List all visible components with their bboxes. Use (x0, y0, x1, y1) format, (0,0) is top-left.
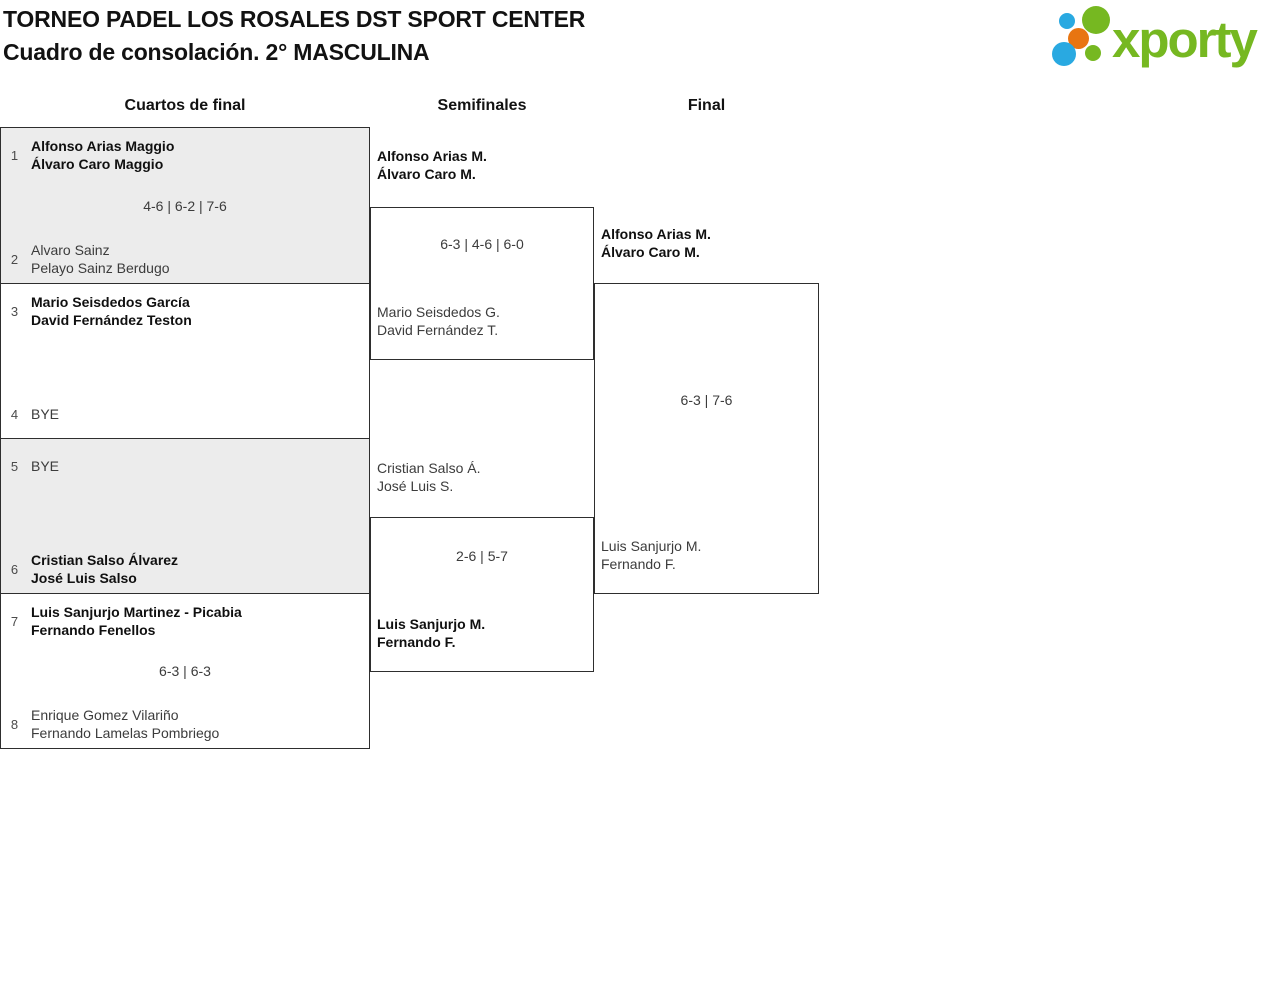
team-entry: 7 Luis Sanjurjo Martinez - Picabia Ferna… (8, 603, 361, 639)
page-title: TORNEO PADEL LOS ROSALES DST SPORT CENTE… (3, 3, 585, 69)
team-entry: 6 Cristian Salso Álvarez José Luis Salso (8, 551, 361, 587)
sf-match-1-box (370, 207, 594, 360)
team-names: Enrique Gomez Vilariño Fernando Lamelas … (31, 707, 220, 741)
team-names: Mario Seisdedos García David Fernández T… (31, 294, 192, 328)
team-entry: 3 Mario Seisdedos García David Fernández… (8, 293, 361, 329)
logo-dot-blue-small-icon (1059, 13, 1075, 29)
sf2-team-bottom: Luis Sanjurjo M. Fernando F. (377, 616, 486, 650)
team-names: BYE (31, 458, 60, 474)
round-header-quarterfinals: Cuartos de final (124, 97, 246, 114)
team-names: Cristian Salso Álvarez José Luis Salso (31, 552, 179, 586)
round-header-semifinals: Semifinales (437, 97, 527, 114)
seed-number: 2 (10, 251, 19, 267)
logo-wordmark: xporty (1112, 11, 1258, 68)
team-names: Alvaro Sainz Pelayo Sainz Berdugo (31, 242, 170, 276)
team-entry: 2 Alvaro Sainz Pelayo Sainz Berdugo (8, 241, 361, 277)
logo-dot-blue-large-icon (1052, 42, 1076, 66)
match-score: 4-6 | 6-2 | 7-6 (143, 197, 227, 214)
xporty-logo: xporty (1050, 4, 1275, 76)
sf1-score: 6-3 | 4-6 | 6-0 (440, 236, 524, 252)
tournament-name: TORNEO PADEL LOS ROSALES DST SPORT CENTE… (3, 6, 586, 32)
logo-dot-orange-icon (1068, 28, 1089, 49)
match-score: 6-3 | 6-3 (159, 663, 211, 679)
final-match-box (594, 283, 819, 594)
logo-dot-green-small-icon (1085, 45, 1101, 61)
final-team-top: Alfonso Arias M. Álvaro Caro M. (601, 226, 711, 260)
seed-number: 5 (10, 458, 19, 474)
qf-match-3: 5 BYE 6 Cristian Salso Álvarez José Luis… (1, 438, 369, 593)
seed-number: 4 (10, 406, 19, 422)
seed-number: 3 (10, 303, 19, 319)
sf2-score: 2-6 | 5-7 (456, 548, 508, 564)
sf-match-2-box (370, 517, 594, 672)
qf-match-1: 1 Alfonso Arias Maggio Álvaro Caro Maggi… (1, 128, 369, 283)
team-entry: 5 BYE (8, 448, 361, 484)
seed-number: 6 (10, 561, 19, 577)
round-header-final: Final (687, 97, 726, 114)
team-entry: 8 Enrique Gomez Vilariño Fernando Lamela… (8, 706, 361, 742)
final-team-bottom: Luis Sanjurjo M. Fernando F. (601, 538, 702, 572)
sf1-team-top: Alfonso Arias M. Álvaro Caro M. (377, 148, 487, 182)
team-entry: 1 Alfonso Arias Maggio Álvaro Caro Maggi… (8, 137, 361, 173)
team-names: BYE (31, 406, 60, 422)
final-score: 6-3 | 7-6 (680, 392, 733, 408)
sf1-team-bottom: Mario Seisdedos G. David Fernández T. (377, 304, 500, 338)
bracket-subtitle: Cuadro de consolación. 2° MASCULINA (3, 39, 430, 65)
qf-match-2: 3 Mario Seisdedos García David Fernández… (1, 283, 369, 438)
sf2-team-top: Cristian Salso Á. José Luis S. (377, 460, 481, 494)
team-names: Alfonso Arias Maggio Álvaro Caro Maggio (31, 138, 175, 172)
team-names: Luis Sanjurjo Martinez - Picabia Fernand… (31, 604, 242, 638)
quarterfinals-column: 1 Alfonso Arias Maggio Álvaro Caro Maggi… (0, 127, 370, 749)
seed-number: 7 (10, 613, 19, 629)
seed-number: 8 (10, 716, 19, 732)
team-entry: 4 BYE (8, 396, 361, 432)
qf-match-4: 7 Luis Sanjurjo Martinez - Picabia Ferna… (1, 593, 369, 748)
logo-dot-green-large-icon (1082, 6, 1110, 34)
seed-number: 1 (10, 147, 19, 163)
